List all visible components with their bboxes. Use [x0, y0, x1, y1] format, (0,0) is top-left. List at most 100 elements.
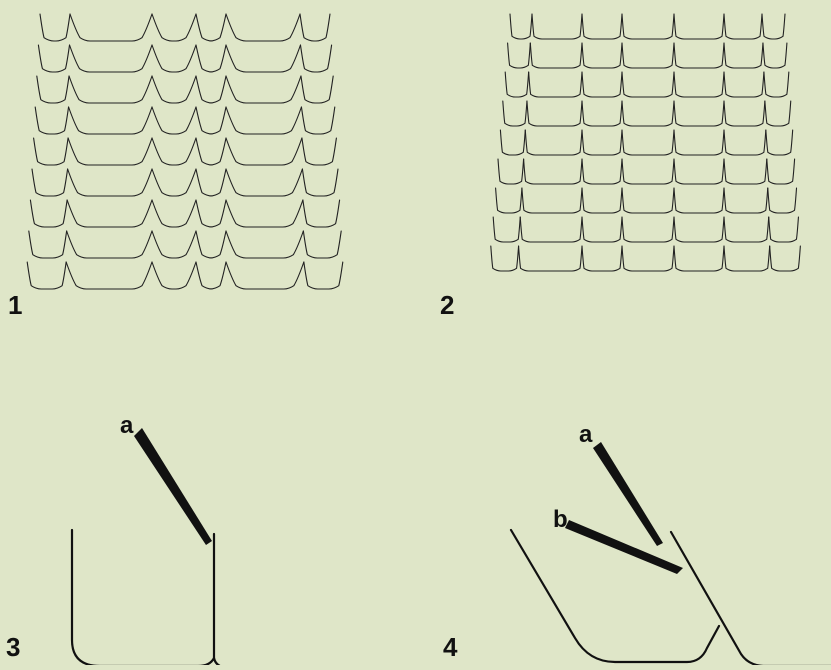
- scale-r7-c2: [152, 231, 196, 258]
- figure-3-drawing: [0, 400, 415, 665]
- scale-r4-c5: [302, 138, 336, 165]
- scale-r3-c0: [503, 101, 527, 126]
- scale-r0-c3: [622, 14, 674, 39]
- scale-r7-c1: [520, 217, 582, 242]
- scale-r3-c5: [301, 107, 334, 134]
- scale-r2-c0: [37, 76, 69, 103]
- scale-r7-c0: [493, 217, 520, 242]
- scale-r1-c5: [300, 45, 331, 72]
- scale-r2-c2: [152, 76, 196, 103]
- scale-r8-c2: [582, 246, 622, 271]
- scale-r5-c3: [622, 159, 674, 184]
- arrow-label-a: a: [120, 412, 133, 440]
- scale-r8-c1: [519, 246, 582, 271]
- scale-r5-c0: [498, 159, 524, 184]
- scale-r5-c5: [302, 169, 338, 196]
- panel-label-3: 3: [6, 632, 20, 663]
- scale-r7-c4: [226, 231, 303, 258]
- scale-r1-c1: [70, 45, 152, 72]
- scale-outline: [72, 530, 214, 665]
- scale-r2-c5: [301, 76, 333, 103]
- scale-r7-c5: [303, 231, 341, 258]
- scale-r6-c3: [196, 200, 226, 227]
- scale-r1-c3: [622, 43, 674, 68]
- scale-r1-c2: [152, 45, 196, 72]
- panel-label-1: 1: [8, 290, 22, 321]
- scale-r4-c3: [196, 138, 226, 165]
- scale-r1-c1: [530, 43, 582, 68]
- scale-r8-c1: [66, 262, 152, 289]
- scale-r5-c2: [582, 159, 622, 184]
- scale-r6-c4: [226, 200, 303, 227]
- scale-r0-c2: [582, 14, 622, 39]
- scale-r7-c3: [196, 231, 226, 258]
- scale-r1-c4: [674, 43, 724, 68]
- scale-r2-c3: [196, 76, 226, 103]
- scale-r8-c4: [674, 246, 724, 271]
- scale-r5-c0: [32, 169, 68, 196]
- scale-r0-c1: [532, 14, 582, 39]
- scale-r6-c0: [496, 188, 522, 213]
- scale-r3-c3: [622, 101, 674, 126]
- scale-r1-c0: [508, 43, 531, 68]
- figure-4-drawing: [415, 400, 831, 665]
- scale-r6-c3: [622, 188, 674, 213]
- arrow-a: [593, 442, 663, 546]
- scale-r0-c4: [226, 14, 300, 41]
- scale-r2-c6: [764, 72, 789, 97]
- scale-r8-c5: [724, 246, 770, 271]
- scale-r3-c5: [724, 101, 765, 126]
- figure-3-scale-detail: [0, 400, 415, 665]
- scale-r4-c4: [226, 138, 302, 165]
- scale-r5-c6: [767, 159, 795, 184]
- scale-r3-c4: [674, 101, 724, 126]
- scale-r4-c0: [500, 130, 525, 155]
- scale-r2-c1: [69, 76, 152, 103]
- scale-r2-c1: [529, 72, 582, 97]
- scale-r4-c2: [152, 138, 196, 165]
- arrow-b: [565, 520, 683, 574]
- scale-r8-c5: [304, 262, 343, 289]
- adjacent-scale-outline: [671, 532, 831, 665]
- scale-r7-c3: [622, 217, 674, 242]
- scale-r8-c3: [622, 246, 674, 271]
- scale-r0-c4: [674, 14, 724, 39]
- scale-r6-c6: [768, 188, 797, 213]
- scale-r7-c1: [67, 231, 152, 258]
- panel-label-2: 2: [440, 290, 454, 321]
- panel-label-4: 4: [443, 632, 457, 663]
- figure-2-scale-pattern: [460, 0, 831, 300]
- scale-r2-c2: [582, 72, 622, 97]
- scale-r6-c4: [674, 188, 724, 213]
- scale-r1-c2: [582, 43, 622, 68]
- scale-r5-c4: [674, 159, 724, 184]
- scale-r0-c1: [70, 14, 152, 41]
- scale-r1-c4: [226, 45, 300, 72]
- scale-r3-c2: [582, 101, 622, 126]
- scale-outline: [511, 530, 719, 662]
- scale-r4-c0: [34, 138, 68, 165]
- scale-r7-c0: [29, 231, 67, 258]
- scale-r2-c4: [674, 72, 724, 97]
- scale-r3-c3: [196, 107, 226, 134]
- scale-r4-c1: [68, 138, 152, 165]
- scale-r7-c2: [582, 217, 622, 242]
- scale-r5-c1: [68, 169, 152, 196]
- figure-1-drawing: [0, 0, 415, 300]
- arrow-label-a: a: [579, 421, 592, 449]
- scale-r8-c3: [196, 262, 226, 289]
- scale-r1-c3: [196, 45, 226, 72]
- scale-r6-c2: [582, 188, 622, 213]
- scale-r0-c3: [196, 14, 226, 41]
- scale-r1-c0: [38, 45, 69, 72]
- scale-r0-c6: [762, 14, 785, 39]
- scale-r6-c0: [30, 200, 67, 227]
- scale-r6-c5: [303, 200, 340, 227]
- figure-2-drawing: [460, 0, 831, 300]
- scale-r7-c4: [674, 217, 724, 242]
- scale-r3-c4: [226, 107, 301, 134]
- scale-r3-c2: [152, 107, 196, 134]
- scale-r5-c4: [226, 169, 302, 196]
- scale-r6-c2: [152, 200, 196, 227]
- scale-r4-c4: [674, 130, 724, 155]
